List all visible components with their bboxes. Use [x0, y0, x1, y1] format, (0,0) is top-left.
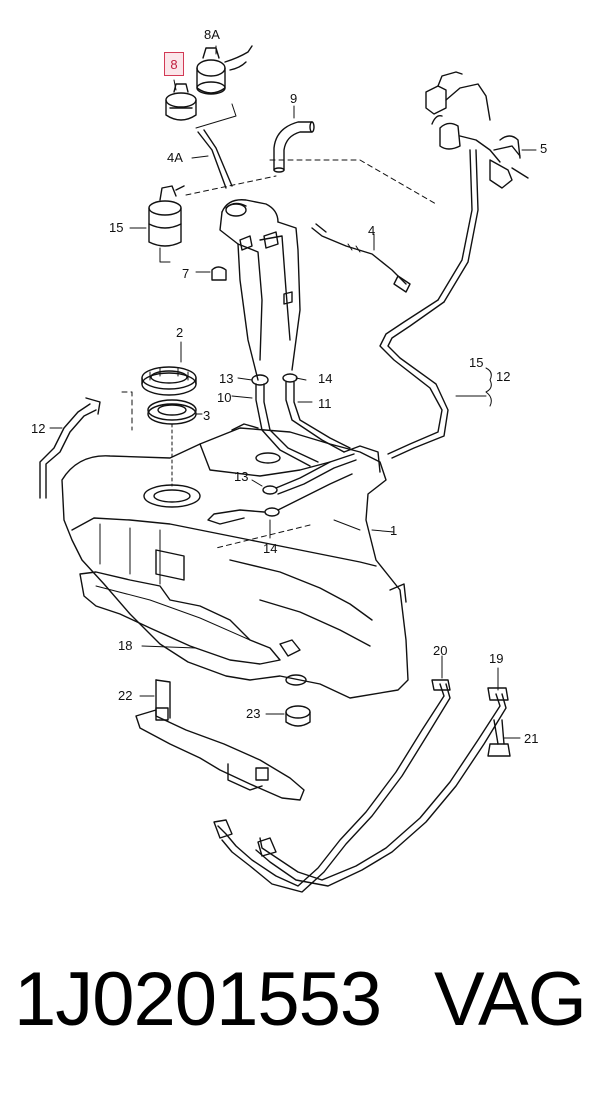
callout-8a: 8A: [204, 27, 220, 42]
part-12-left-pipe: [39, 397, 101, 499]
part-18-heat-shield: [79, 571, 281, 665]
callout-2: 2: [176, 325, 184, 340]
callout-13-upper: 13: [219, 371, 234, 386]
part-1-fuel-tank: [61, 423, 409, 699]
callout-20: 20: [433, 643, 448, 658]
part-21-bolt: [487, 719, 521, 757]
part-15-charcoal-canister: [129, 185, 185, 263]
callout-9: 9: [290, 91, 298, 106]
part-9-vent-hose: [273, 105, 315, 173]
callout-7: 7: [182, 266, 190, 281]
callout-15: 15: [109, 220, 124, 235]
callout-3: 3: [203, 408, 211, 423]
callout-12-right: 12: [496, 369, 511, 384]
hose-clamps-upper: [231, 373, 351, 467]
part-2-locking-ring: [141, 341, 197, 396]
assembly-boundary-lines: [121, 159, 437, 549]
part-8a-fuel-cap-sender: [196, 45, 253, 95]
part-number: 1J0201553: [14, 957, 382, 1042]
part-22-mounting-bracket: [135, 679, 305, 801]
callout-4: 4: [368, 223, 376, 238]
part-5-vent-valve: [425, 71, 537, 303]
part-3-seal: [147, 399, 203, 487]
part-19-tank-strap: [255, 667, 509, 887]
callout-14-lower: 14: [263, 541, 278, 556]
callout-15-group: 15: [469, 355, 484, 370]
vent-line-pipe: [379, 299, 492, 459]
callout-19: 19: [489, 651, 504, 666]
callout-14-upper: 14: [318, 371, 333, 386]
callout-22: 22: [118, 688, 133, 703]
part-8-filler-cap: [165, 83, 197, 121]
callout-23: 23: [246, 706, 261, 721]
callout-12-left: 12: [31, 421, 46, 436]
filler-neck-assembly: [219, 199, 301, 381]
part-23-rubber-mount: [265, 674, 311, 727]
part-20-tank-strap: [213, 655, 451, 893]
callout-13-lower: 13: [234, 469, 249, 484]
callout-10: 10: [217, 390, 232, 405]
callout-18: 18: [118, 638, 133, 653]
callout-11: 11: [318, 396, 332, 411]
callout-21: 21: [524, 731, 539, 746]
brand-name: VAG: [434, 957, 587, 1042]
callout-4a: 4A: [167, 150, 183, 165]
parts-exploded-diagram: [39, 45, 537, 893]
part-8-highlighted-label: 8: [164, 52, 184, 76]
hose-clamps-lower: [207, 453, 357, 539]
callout-5: 5: [540, 141, 548, 156]
part-4a-breather-rod: [191, 129, 233, 189]
callout-1: 1: [390, 523, 398, 538]
part-footer: 1J0201553 VAG: [0, 962, 600, 1052]
part-4-sensor-cable: [311, 223, 411, 293]
part-7-clip: [195, 266, 227, 281]
